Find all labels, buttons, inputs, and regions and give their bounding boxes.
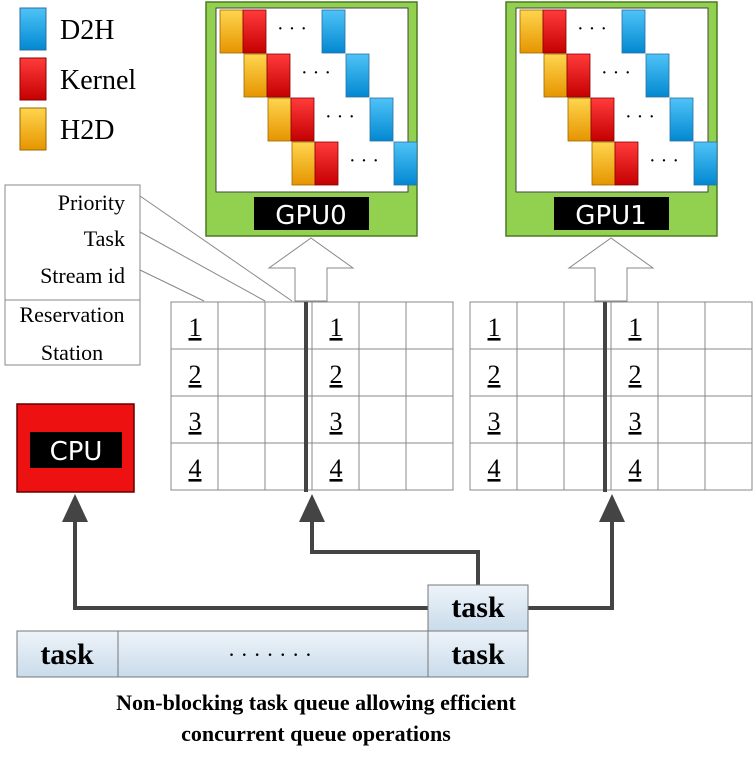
ellipsis: · · · (649, 150, 679, 172)
slot-number: 1 (330, 313, 343, 342)
kernel-block (314, 141, 339, 186)
caption-line1: Non-blocking task queue allowing efficie… (116, 690, 516, 715)
legend-label-kernel: Kernel (60, 65, 136, 96)
slot-number: 2 (629, 360, 642, 389)
gpu0-label: GPU0 (275, 201, 346, 231)
gpu1-reservation-grid: 1 1 2 2 3 3 4 4 (469, 301, 753, 492)
caption-line2: concurrent queue operations (181, 721, 451, 746)
d2h-swatch (19, 7, 47, 51)
arrowhead-gpu1 (599, 494, 625, 522)
arrow-to-gpu1 (526, 515, 614, 610)
reservation-label-line1: Reservation (19, 302, 124, 327)
h2d-block (243, 53, 268, 98)
kernel-block (614, 141, 639, 186)
d2h-block (669, 97, 694, 142)
gpu0-panel: · · · · · · · · · · · · GPU0 (205, 1, 418, 302)
gpu0-reservation-grid: 1 1 2 2 3 3 4 4 (170, 301, 454, 492)
d2h-block (393, 141, 418, 186)
queue-head-task: task (40, 638, 94, 671)
slot-number: 4 (629, 454, 642, 483)
h2d-block (591, 141, 616, 186)
queue-tail-task: task (451, 638, 505, 671)
kernel-block (242, 9, 267, 54)
h2d-block (291, 141, 316, 186)
gpu1-label: GPU1 (575, 201, 646, 231)
kernel-block (542, 9, 567, 54)
slot-number: 1 (629, 313, 642, 342)
slot-number: 4 (189, 454, 202, 483)
slot-number: 2 (189, 360, 202, 389)
slot-number: 2 (488, 360, 501, 389)
ellipsis: · · · (277, 18, 307, 40)
queue-bar (16, 630, 529, 678)
h2d-block (519, 9, 544, 54)
arrowhead-cpu (62, 494, 88, 522)
d2h-block (693, 141, 718, 186)
gpu1-input-arrow (567, 237, 655, 302)
slot-number: 2 (330, 360, 343, 389)
ellipsis: · · · (601, 62, 631, 84)
h2d-block (267, 97, 292, 142)
arrow-to-gpu0 (310, 515, 480, 587)
d2h-block (345, 53, 370, 98)
ellipsis: · · · (625, 106, 655, 128)
slot-number: 4 (488, 454, 501, 483)
dispatch-arrows (73, 510, 614, 610)
slot-number: 3 (488, 407, 501, 436)
task-queue: task task · · · · · · · task (16, 584, 529, 678)
d2h-block (621, 9, 646, 54)
slot-number: 3 (330, 407, 343, 436)
slot-number: 1 (488, 313, 501, 342)
ellipsis: · · · (349, 150, 379, 172)
d2h-block (645, 53, 670, 98)
d2h-block (369, 97, 394, 142)
slot-number: 4 (330, 454, 343, 483)
kernel-block (590, 97, 615, 142)
reservation-station-key: Priority Task Stream id Reservation Stat… (4, 184, 293, 366)
gpu1-panel: · · · · · · · · · · · · GPU1 (505, 1, 718, 302)
arrowhead-gpu0 (299, 494, 325, 522)
gpu0-input-arrow (267, 237, 355, 302)
arrow-to-cpu (73, 510, 430, 610)
popped-task-cell (427, 584, 529, 632)
kernel-block (266, 53, 291, 98)
legend-label-h2d: H2D (60, 115, 114, 146)
popped-task-label: task (451, 591, 505, 624)
kernel-swatch (19, 57, 47, 101)
field-priority: Priority (58, 190, 125, 215)
h2d-block (567, 97, 592, 142)
ellipsis: · · · (325, 106, 355, 128)
field-task: Task (84, 226, 125, 251)
slot-number: 3 (189, 407, 202, 436)
ellipsis: · · · (577, 18, 607, 40)
kernel-block (566, 53, 591, 98)
field-stream-id: Stream id (40, 263, 125, 288)
slot-number: 3 (629, 407, 642, 436)
d2h-block (321, 9, 346, 54)
cpu-block: CPU (16, 403, 135, 493)
slot-number: 1 (189, 313, 202, 342)
h2d-block (543, 53, 568, 98)
queue-middle-dots: · · · · · · · (228, 642, 312, 667)
legend-label-d2h: D2H (60, 15, 114, 46)
kernel-block (290, 97, 315, 142)
reservation-label-line2: Station (41, 340, 103, 365)
cpu-label: CPU (50, 437, 103, 467)
h2d-swatch (19, 107, 47, 151)
legend: D2H Kernel H2D (19, 7, 136, 151)
ellipsis: · · · (301, 62, 331, 84)
h2d-block (219, 9, 244, 54)
